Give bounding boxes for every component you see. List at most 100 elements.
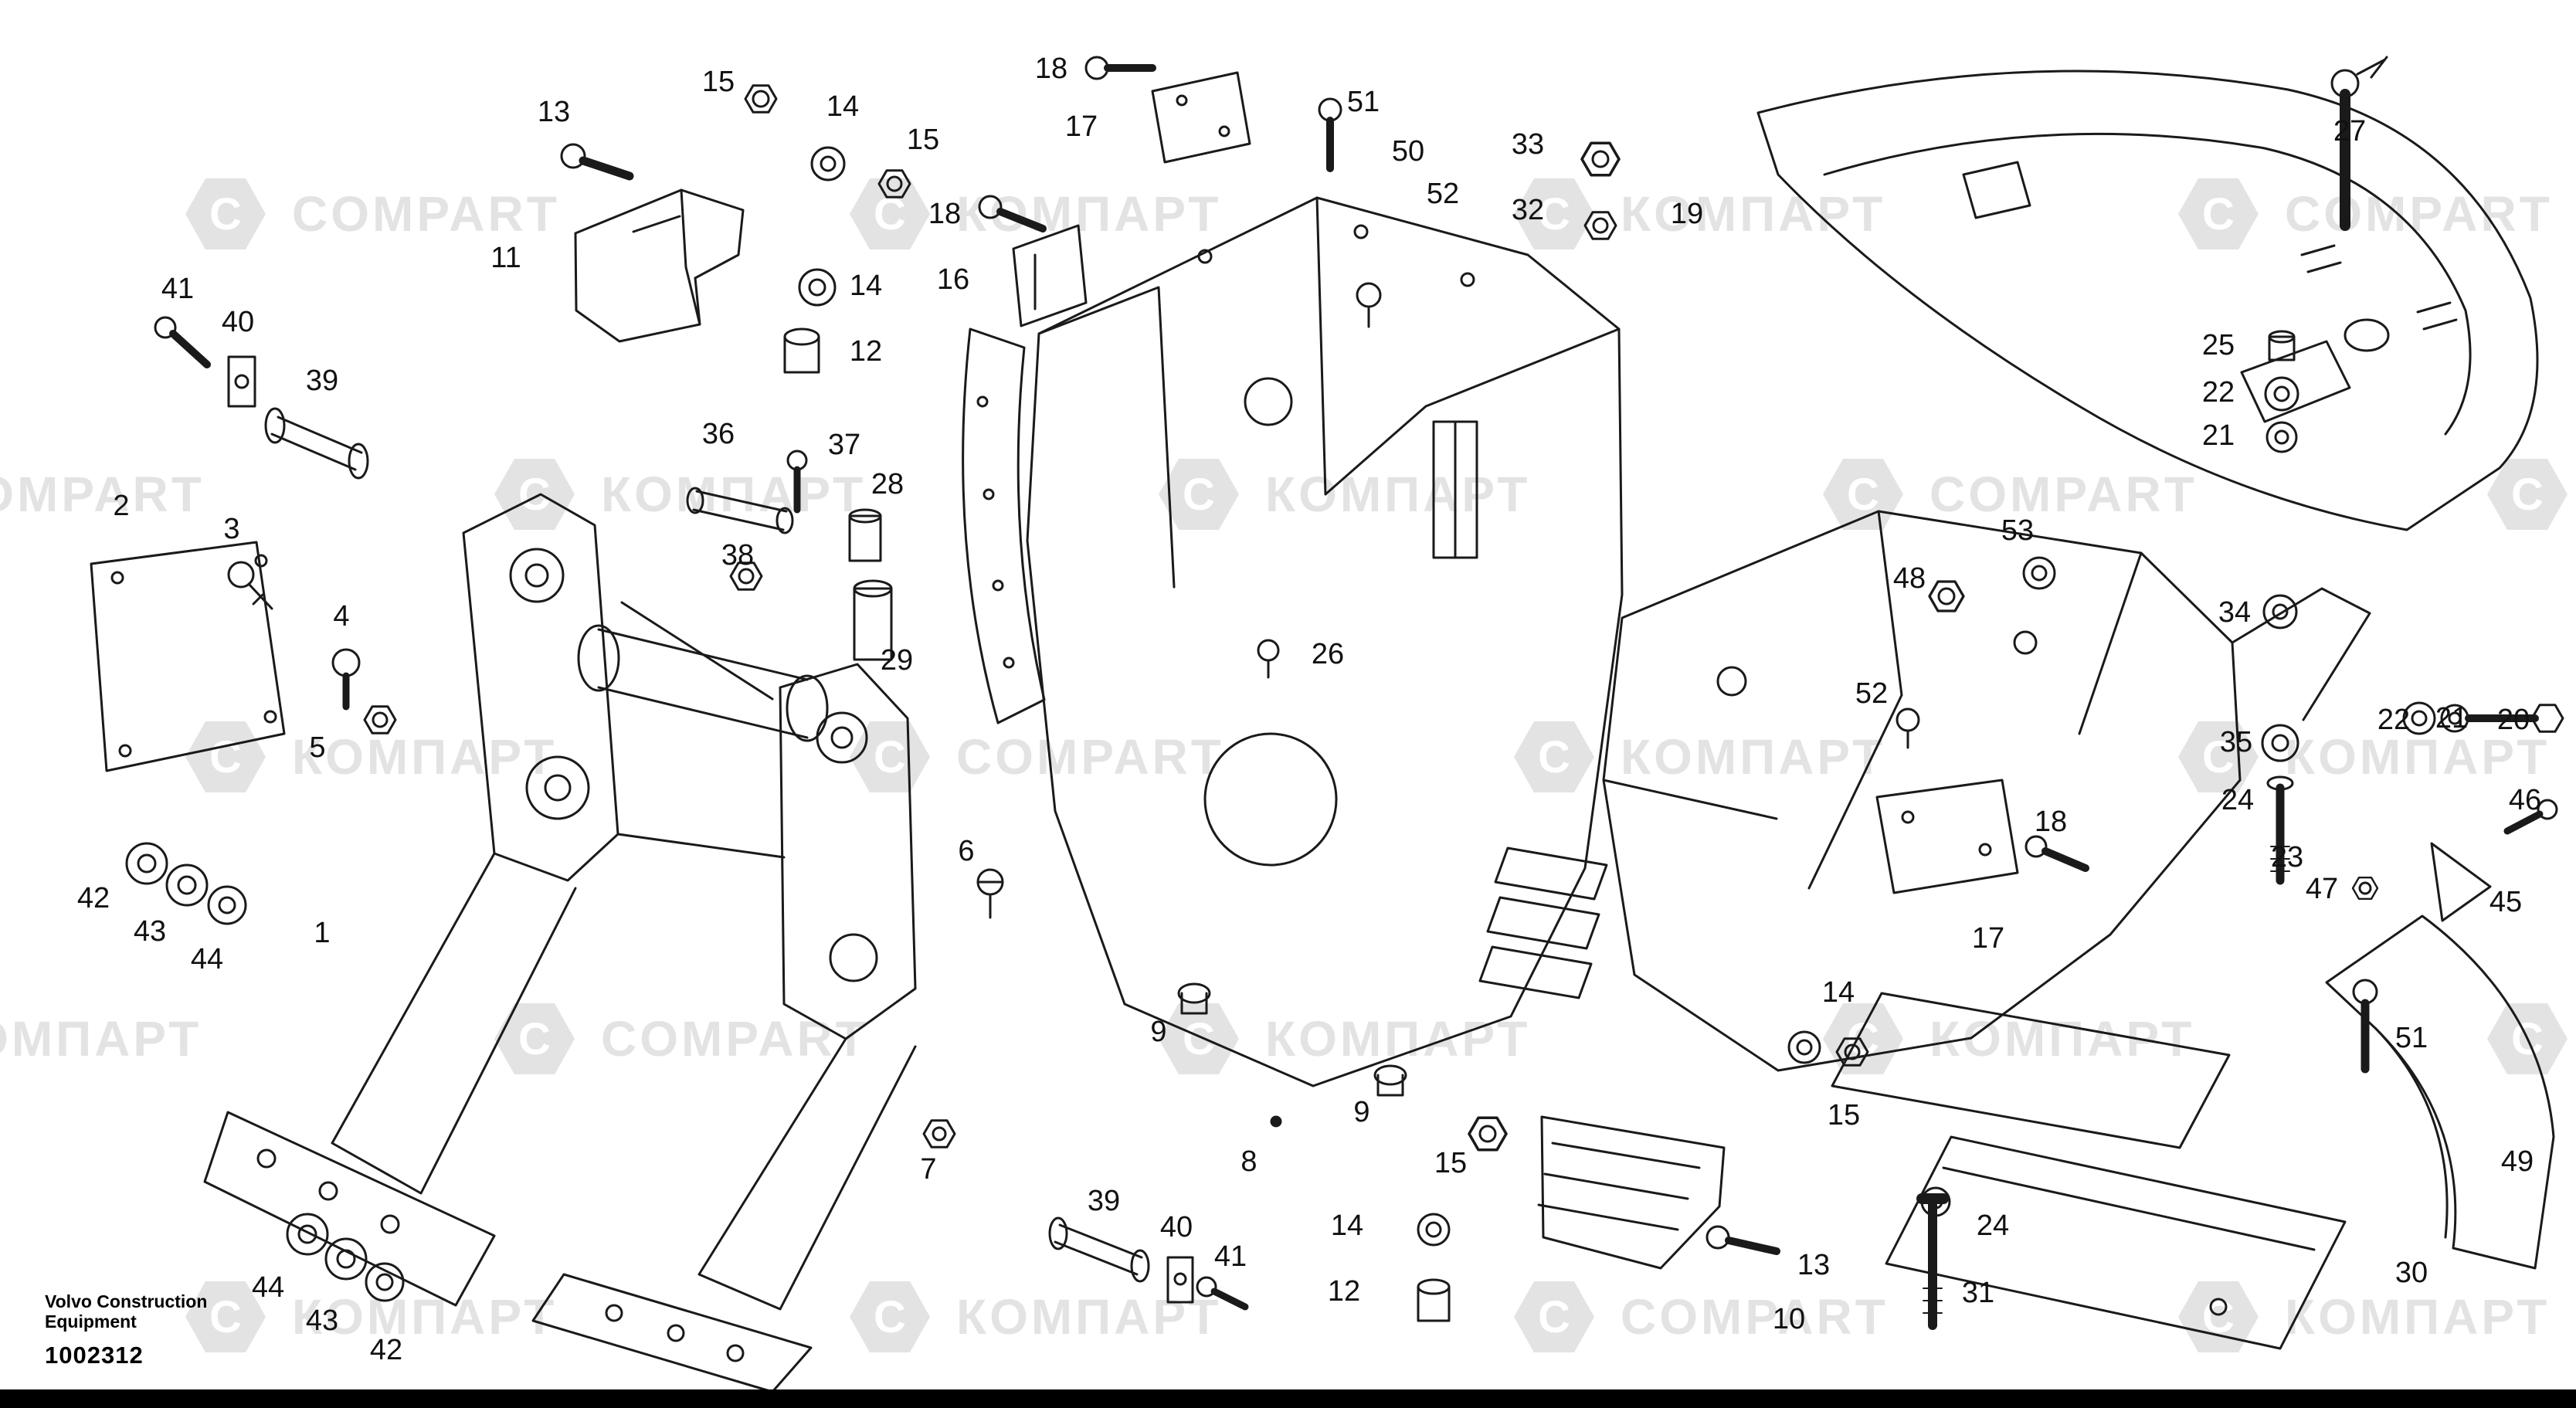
callout-45: 45 — [2489, 886, 2523, 918]
callout-42: 42 — [76, 882, 110, 914]
left-hardware-group — [90, 316, 405, 1302]
callout-13: 13 — [1797, 1249, 1831, 1281]
compart-logo-letter: C — [209, 732, 242, 782]
callout-23: 23 — [2270, 841, 2304, 874]
watermark-tile: C КОМПАРТ — [2178, 1281, 2550, 1352]
compart-logo-icon: C — [2178, 1281, 2259, 1352]
callout-51: 51 — [2394, 1022, 2428, 1054]
watermark-tile: C КОМПАРТ — [1514, 721, 1885, 792]
callout-39: 39 — [305, 365, 339, 397]
callout-27: 27 — [2333, 115, 2367, 148]
callout-14: 14 — [826, 90, 860, 123]
callout-21: 21 — [2201, 419, 2235, 452]
callout-33: 33 — [1511, 128, 1545, 161]
callout-18: 18 — [2034, 806, 2068, 838]
watermark-text: COMPART — [601, 1011, 869, 1067]
compart-logo-icon: C — [850, 178, 930, 249]
compart-logo-icon: C — [1514, 721, 1594, 792]
compart-logo-letter: C — [874, 1292, 906, 1342]
callout-17: 17 — [1064, 110, 1098, 143]
callout-53: 53 — [2001, 514, 2035, 547]
callout-14: 14 — [849, 270, 883, 302]
callout-46: 46 — [2508, 784, 2542, 816]
callout-34: 34 — [2218, 596, 2252, 629]
callout-9: 9 — [1150, 1016, 1167, 1048]
callout-40: 40 — [1159, 1211, 1193, 1243]
callout-17: 17 — [1971, 922, 2005, 955]
watermark-text: COMPART — [0, 467, 205, 522]
watermark-tile: C COMPART — [185, 178, 560, 249]
callout-6: 6 — [958, 835, 975, 867]
callout-39: 39 — [1087, 1185, 1121, 1217]
rear-frame-group — [1478, 330, 2564, 1330]
watermark-text: КОМПАРТ — [0, 1011, 202, 1067]
compart-logo-letter: C — [1847, 470, 1879, 520]
compart-logo-letter: C — [1183, 1014, 1215, 1064]
callout-2: 2 — [113, 490, 130, 522]
watermark-text: КОМПАРТ — [1929, 1011, 2195, 1067]
callout-49: 49 — [2500, 1145, 2534, 1178]
compart-logo-letter: C — [2511, 470, 2544, 520]
top-bracket-group — [560, 56, 1621, 374]
callout-14: 14 — [1821, 976, 1855, 1009]
callout-12: 12 — [849, 335, 883, 368]
callout-32: 32 — [1511, 194, 1545, 226]
callout-8: 8 — [1240, 1145, 1257, 1178]
bottom-right-group — [1831, 914, 2555, 1350]
callout-1: 1 — [314, 917, 331, 949]
callout-29: 29 — [880, 644, 914, 677]
callout-31: 31 — [1961, 1277, 1995, 1309]
callout-10: 10 — [1772, 1303, 1806, 1335]
callout-41: 41 — [161, 273, 195, 305]
watermark-text: КОМПАРТ — [1621, 729, 1886, 785]
callout-21: 21 — [2435, 702, 2469, 735]
callout-52: 52 — [1426, 178, 1460, 210]
compart-logo-letter: C — [209, 189, 242, 239]
callout-25: 25 — [2201, 329, 2235, 361]
compart-logo-letter: C — [518, 1014, 551, 1064]
callout-14: 14 — [1330, 1210, 1364, 1242]
compart-logo-icon: C — [494, 459, 575, 530]
compart-logo-letter: C — [2202, 189, 2235, 239]
compart-logo-icon: C — [1514, 178, 1594, 249]
compart-logo-icon: C — [1159, 459, 1239, 530]
watermark-text: КОМПАРТ — [2285, 1289, 2551, 1345]
callout-24: 24 — [2221, 784, 2255, 816]
callout-24: 24 — [1976, 1210, 2010, 1242]
callout-18: 18 — [1034, 53, 1068, 85]
callout-38: 38 — [721, 539, 755, 572]
callout-15: 15 — [1827, 1099, 1861, 1131]
watermark-text: COMPART — [1621, 1289, 1889, 1345]
brand-name-line2: Equipment — [45, 1311, 137, 1332]
callout-22: 22 — [2377, 704, 2411, 736]
callout-35: 35 — [2219, 726, 2253, 758]
watermark-text: КОМПАРТ — [601, 467, 867, 522]
figure-number: 1002312 — [45, 1341, 144, 1369]
callout-36: 36 — [701, 418, 735, 450]
callout-9: 9 — [1353, 1096, 1370, 1128]
callout-44: 44 — [190, 943, 224, 975]
compart-logo-icon: C — [494, 1003, 575, 1074]
compart-logo-icon: C — [2487, 459, 2568, 530]
watermark-text: COMPART — [292, 186, 560, 242]
compart-logo-letter: C — [874, 732, 906, 782]
callout-40: 40 — [221, 306, 255, 338]
callout-5: 5 — [309, 731, 326, 764]
front-frame-group — [203, 493, 917, 1393]
callout-15: 15 — [1434, 1147, 1468, 1179]
callout-16: 16 — [936, 263, 970, 296]
rear-fender-group — [1756, 56, 2539, 531]
callout-52: 52 — [1855, 677, 1889, 710]
callout-41: 41 — [1213, 1240, 1247, 1273]
callout-12: 12 — [1327, 1275, 1361, 1308]
compart-logo-icon: C — [2178, 178, 2259, 249]
